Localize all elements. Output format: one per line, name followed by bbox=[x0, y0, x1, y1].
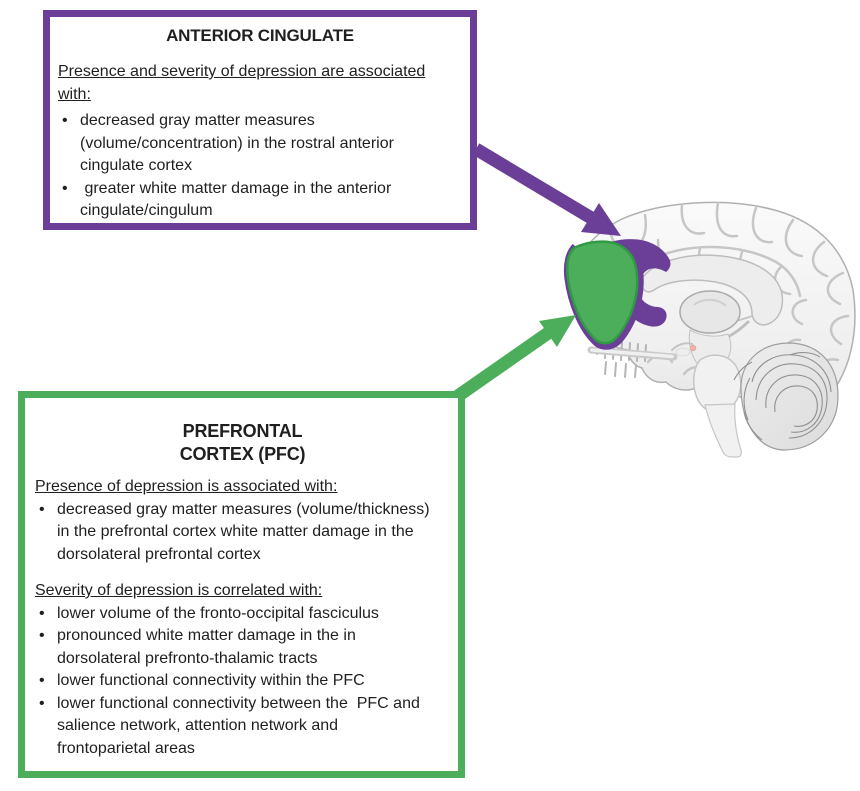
anterior-cingulate-title: ANTERIOR CINGULATE bbox=[166, 26, 354, 45]
list-item: • lower volume of the fronto-occipital f… bbox=[35, 603, 450, 626]
bullet-text: decreased gray matter measures (volume/c… bbox=[80, 112, 394, 174]
bullet-icon: • bbox=[62, 179, 68, 197]
corpus-callosum bbox=[640, 254, 784, 326]
prefrontal-cortex-highlight bbox=[566, 240, 639, 345]
cerebellum bbox=[733, 342, 839, 451]
anterior-cingulate-arrow bbox=[472, 143, 621, 236]
bullet-icon: • bbox=[39, 627, 45, 644]
mammillary-body bbox=[689, 344, 697, 352]
pfc-severity-bullet-list: • lower volume of the fronto-occipital f… bbox=[35, 603, 450, 761]
list-item: • decreased gray matter measures (volume… bbox=[58, 110, 462, 178]
pfc-arrow bbox=[451, 315, 576, 404]
thalamus bbox=[679, 290, 741, 334]
pfc-severity-heading: Severity of depression is correlated wit… bbox=[35, 582, 323, 599]
bullet-icon: • bbox=[39, 604, 45, 622]
anterior-cingulate-heading: Presence and severity of depression are … bbox=[58, 63, 426, 103]
bullet-text: greater white matter damage in the anter… bbox=[80, 179, 392, 220]
list-item: • greater white matter damage in the ant… bbox=[58, 178, 462, 223]
bullet-text: lower volume of the fronto-occipital fas… bbox=[57, 604, 379, 622]
bullet-icon: • bbox=[39, 694, 45, 712]
list-item: • pronounced white matter damage in the … bbox=[35, 625, 450, 670]
bullet-text: lower functional connectivity between th… bbox=[57, 694, 420, 757]
anterior-cingulate-bullet-list: • decreased gray matter measures (volume… bbox=[58, 110, 462, 223]
bullet-text: lower functional connectivity within the… bbox=[57, 672, 365, 689]
list-item: • lower functional connectivity between … bbox=[35, 693, 450, 761]
pfc-presence-heading: Presence of depression is associated wit… bbox=[35, 478, 338, 495]
list-item: • decreased gray matter measures (volume… bbox=[35, 499, 450, 567]
pfc-section-presence: Presence of depression is associated wit… bbox=[35, 476, 450, 566]
anterior-cingulate-box: ANTERIOR CINGULATE Presence and severity… bbox=[43, 10, 477, 230]
bullet-text: decreased gray matter measures (volume/t… bbox=[57, 500, 430, 563]
medulla bbox=[704, 403, 742, 458]
bullet-icon: • bbox=[62, 112, 68, 129]
pfc-section-severity: Severity of depression is correlated wit… bbox=[35, 580, 450, 760]
bullet-text: pronounced white matter damage in the in… bbox=[57, 627, 356, 667]
pfc-box: PREFRONTAL CORTEX (PFC) Presence of depr… bbox=[18, 391, 465, 778]
bullet-icon: • bbox=[39, 672, 45, 689]
pfc-presence-bullet-list: • decreased gray matter measures (volume… bbox=[35, 499, 450, 567]
pfc-title: PREFRONTAL CORTEX (PFC) bbox=[179, 421, 306, 464]
list-item: • lower functional connectivity within t… bbox=[35, 670, 450, 693]
bullet-icon: • bbox=[39, 500, 45, 518]
